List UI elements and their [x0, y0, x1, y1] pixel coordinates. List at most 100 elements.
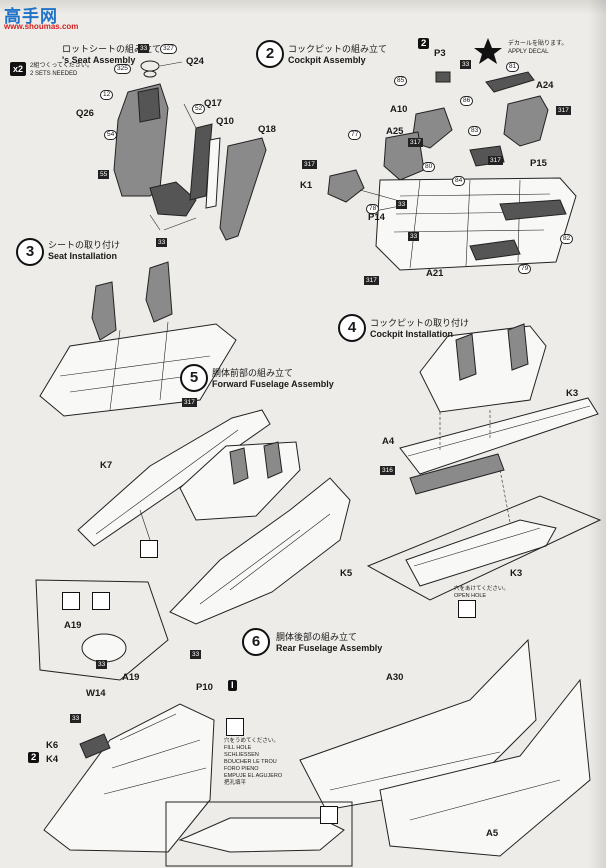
part-sprue-2: 2 — [28, 752, 40, 763]
num-33-c: 33 — [460, 60, 472, 69]
num-78: 78 — [366, 204, 380, 214]
part-label-k1: K1 — [300, 180, 313, 191]
cockpit-installation-drawing — [366, 323, 602, 601]
seat-frame-q18 — [219, 137, 267, 241]
part-sprue-i: I — [228, 680, 237, 691]
num-317-c: 317 — [302, 160, 317, 169]
watermark-title: 高手网 — [4, 7, 58, 26]
part-label-a30: A30 — [386, 672, 404, 683]
part-label-a21: A21 — [426, 268, 444, 279]
part-label-k4: K4 — [46, 754, 59, 765]
num-33-d: 33 — [396, 200, 408, 209]
num-81: 81 — [506, 62, 520, 72]
detail-callout-box — [35, 579, 169, 681]
part-label-a19-detail: A19 — [64, 620, 82, 631]
seat-assembly-drawing — [113, 60, 267, 241]
part-sprue-p: 2 — [418, 38, 430, 49]
cockpit-tub-with-seats — [39, 323, 237, 417]
fill-hole-note: 穴をうめてください。 FILL HOLE SCHLIESSEN BOUCHER … — [224, 738, 283, 786]
step1-title: ロットシートの組み立て 's Seat Assembly — [62, 44, 162, 65]
forward-fuselage-k5 — [169, 477, 351, 625]
step3-number: 3 — [16, 238, 44, 266]
num-33-e: 33 — [408, 232, 420, 241]
part-316 — [409, 453, 505, 495]
multiplier-badge: x2 — [10, 62, 26, 76]
drill-hole-icon — [458, 600, 476, 618]
apply-decal-note: デカールを貼ります。 APPLY DECAL — [508, 41, 568, 55]
num-82: 82 — [560, 234, 574, 244]
fill-hole-icon-2 — [320, 806, 338, 824]
panel-shroud-a24 — [503, 95, 549, 147]
decal-79 — [469, 239, 521, 261]
part-label-q24: Q24 — [186, 56, 204, 67]
num-317-a: 317 — [556, 106, 571, 115]
site-watermark: 高手网 www.shoumas.com — [2, 2, 88, 36]
num-327: 327 — [160, 44, 177, 54]
part-label-a10: A10 — [390, 104, 408, 115]
step5-number: 5 — [180, 364, 208, 392]
part-label-q26: Q26 — [76, 108, 94, 119]
step6-number: 6 — [242, 628, 270, 656]
part-label-p15: P15 — [530, 158, 547, 169]
num-325: 325 — [114, 64, 131, 74]
rear-fuselage-a5 — [379, 678, 591, 857]
underside-view — [178, 817, 345, 853]
part-label-a25: A25 — [386, 126, 404, 137]
headrest-pad — [137, 87, 161, 123]
step2-title: コックピットの組み立て Cockpit Assembly — [288, 44, 388, 65]
seat-installation-drawing — [39, 261, 237, 417]
drill-hole-icon-3 — [92, 592, 110, 610]
step4-title: コックピットの取り付け Cockpit Installation — [370, 318, 470, 339]
num-85: 85 — [394, 76, 408, 86]
cockpit-assembly-drawing — [327, 38, 577, 271]
seat-bucket — [149, 181, 197, 217]
canopy-part-w14 — [79, 733, 111, 759]
step2-number: 2 — [256, 40, 284, 68]
part-label-q10: Q10 — [216, 116, 234, 127]
installed-seat-1 — [91, 281, 117, 341]
rear-fuselage-drawing — [35, 579, 591, 867]
num-33-g: 33 — [70, 714, 82, 723]
bottom-view-inset — [165, 801, 353, 867]
part-label-w14: W14 — [86, 688, 106, 699]
part-label-q18: Q18 — [258, 124, 276, 135]
num-80: 80 — [422, 162, 436, 172]
part-label-k7: K7 — [100, 460, 113, 471]
decal-star-icon — [474, 38, 502, 64]
part-label-a19: A19 — [122, 672, 140, 683]
step6-title: 胴体後部の組み立て Rear Fuselage Assembly — [276, 632, 383, 653]
part-label-k3-upper: K3 — [566, 388, 579, 399]
num-317-f: 317 — [182, 398, 197, 407]
fuselage-half-k3-upper — [399, 397, 599, 475]
step5-title: 胴体前部の組み立て Forward Fuselage Assembly — [212, 368, 334, 389]
part-label-p14: P14 — [368, 212, 385, 223]
drill-hole-icon-2 — [140, 540, 158, 558]
num-55: 55 — [98, 170, 110, 179]
open-hole-note: 穴をあけてください。 OPEN HOLE — [454, 586, 509, 599]
antenna-a19-detail — [81, 633, 127, 663]
option-i-icon — [62, 592, 80, 610]
num-86: 86 — [460, 96, 474, 106]
sets-needed-note: 2組つくってください。 2 SETS NEEDED — [30, 63, 93, 77]
fill-hole-icon — [226, 718, 244, 736]
part-label-k5: K5 — [340, 568, 353, 579]
part-label-k3-lower: K3 — [510, 568, 523, 579]
part-label-p10: P10 — [196, 682, 213, 693]
num-77: 77 — [348, 130, 362, 140]
num-84: 84 — [452, 176, 466, 186]
watermark-domain: www.shoumas.com — [4, 22, 79, 31]
part-label-k6: K6 — [46, 740, 59, 751]
num-33-h: 33 — [96, 660, 108, 669]
num-317-d: 317 — [488, 156, 503, 165]
scan-top-band — [0, 0, 606, 14]
num-33-b: 33 — [156, 238, 168, 247]
step3-title: シートの取り付け Seat Installation — [48, 240, 121, 261]
part-label-a24: A24 — [536, 80, 554, 91]
num-33: 33 — [138, 44, 150, 53]
seat-part-q10 — [205, 137, 221, 209]
decal-82 — [499, 199, 567, 221]
num-52: 52 — [192, 104, 206, 114]
nose-section-k6 — [43, 703, 215, 853]
